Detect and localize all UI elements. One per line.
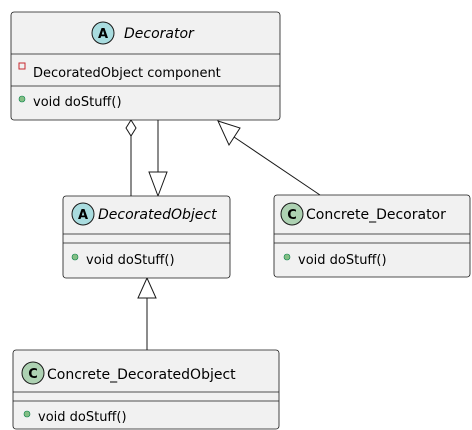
class-name: Concrete_Decorator bbox=[306, 207, 446, 223]
private-field-icon bbox=[18, 62, 26, 70]
public-method-icon bbox=[23, 410, 31, 418]
field-text: DecoratedObject component bbox=[33, 66, 221, 81]
inheritance-arrowhead bbox=[217, 120, 241, 147]
method-text: void doStuff() bbox=[33, 95, 122, 110]
edge-inheritance-concretedecorator-decorator bbox=[217, 120, 321, 196]
class-decorator[interactable]: A Decorator DecoratedObject component vo… bbox=[10, 11, 281, 121]
method-text: void doStuff() bbox=[38, 410, 127, 425]
inheritance-arrowhead bbox=[148, 171, 168, 198]
edge-aggregation bbox=[125, 119, 137, 196]
class-badge-icon: C bbox=[280, 202, 304, 226]
method-text: void doStuff() bbox=[86, 253, 175, 268]
public-method-icon bbox=[71, 253, 79, 261]
aggregation-diamond bbox=[125, 119, 137, 137]
class-box bbox=[62, 195, 231, 279]
method-text: void doStuff() bbox=[298, 253, 387, 268]
class-name: Decorator bbox=[124, 26, 195, 42]
badge-letter: A bbox=[98, 27, 108, 42]
public-method-icon bbox=[18, 95, 26, 103]
badge-letter: C bbox=[28, 367, 38, 382]
abstract-badge-icon: A bbox=[91, 21, 115, 45]
badge-letter: C bbox=[287, 208, 297, 223]
edge-inheritance-concretedecoratedobject-decoratedobject bbox=[137, 276, 157, 350]
class-concrete-decorated-object[interactable]: C Concrete_DecoratedObject void doStuff(… bbox=[12, 349, 280, 430]
class-badge-icon: C bbox=[21, 361, 45, 385]
badge-letter: A bbox=[78, 208, 88, 223]
class-box bbox=[10, 11, 281, 121]
edge-inheritance-decorator-decoratedobject bbox=[148, 120, 168, 198]
class-name: DecoratedObject bbox=[98, 207, 217, 223]
class-box bbox=[12, 349, 280, 430]
class-decorated-object[interactable]: A DecoratedObject void doStuff() bbox=[62, 195, 231, 279]
abstract-badge-icon: A bbox=[71, 202, 95, 226]
inheritance-arrowhead bbox=[137, 276, 157, 299]
class-concrete-decorator[interactable]: C Concrete_Decorator void doStuff() bbox=[273, 194, 471, 278]
class-name: Concrete_DecoratedObject bbox=[47, 367, 236, 383]
class-box bbox=[273, 194, 471, 278]
public-method-icon bbox=[283, 253, 291, 261]
